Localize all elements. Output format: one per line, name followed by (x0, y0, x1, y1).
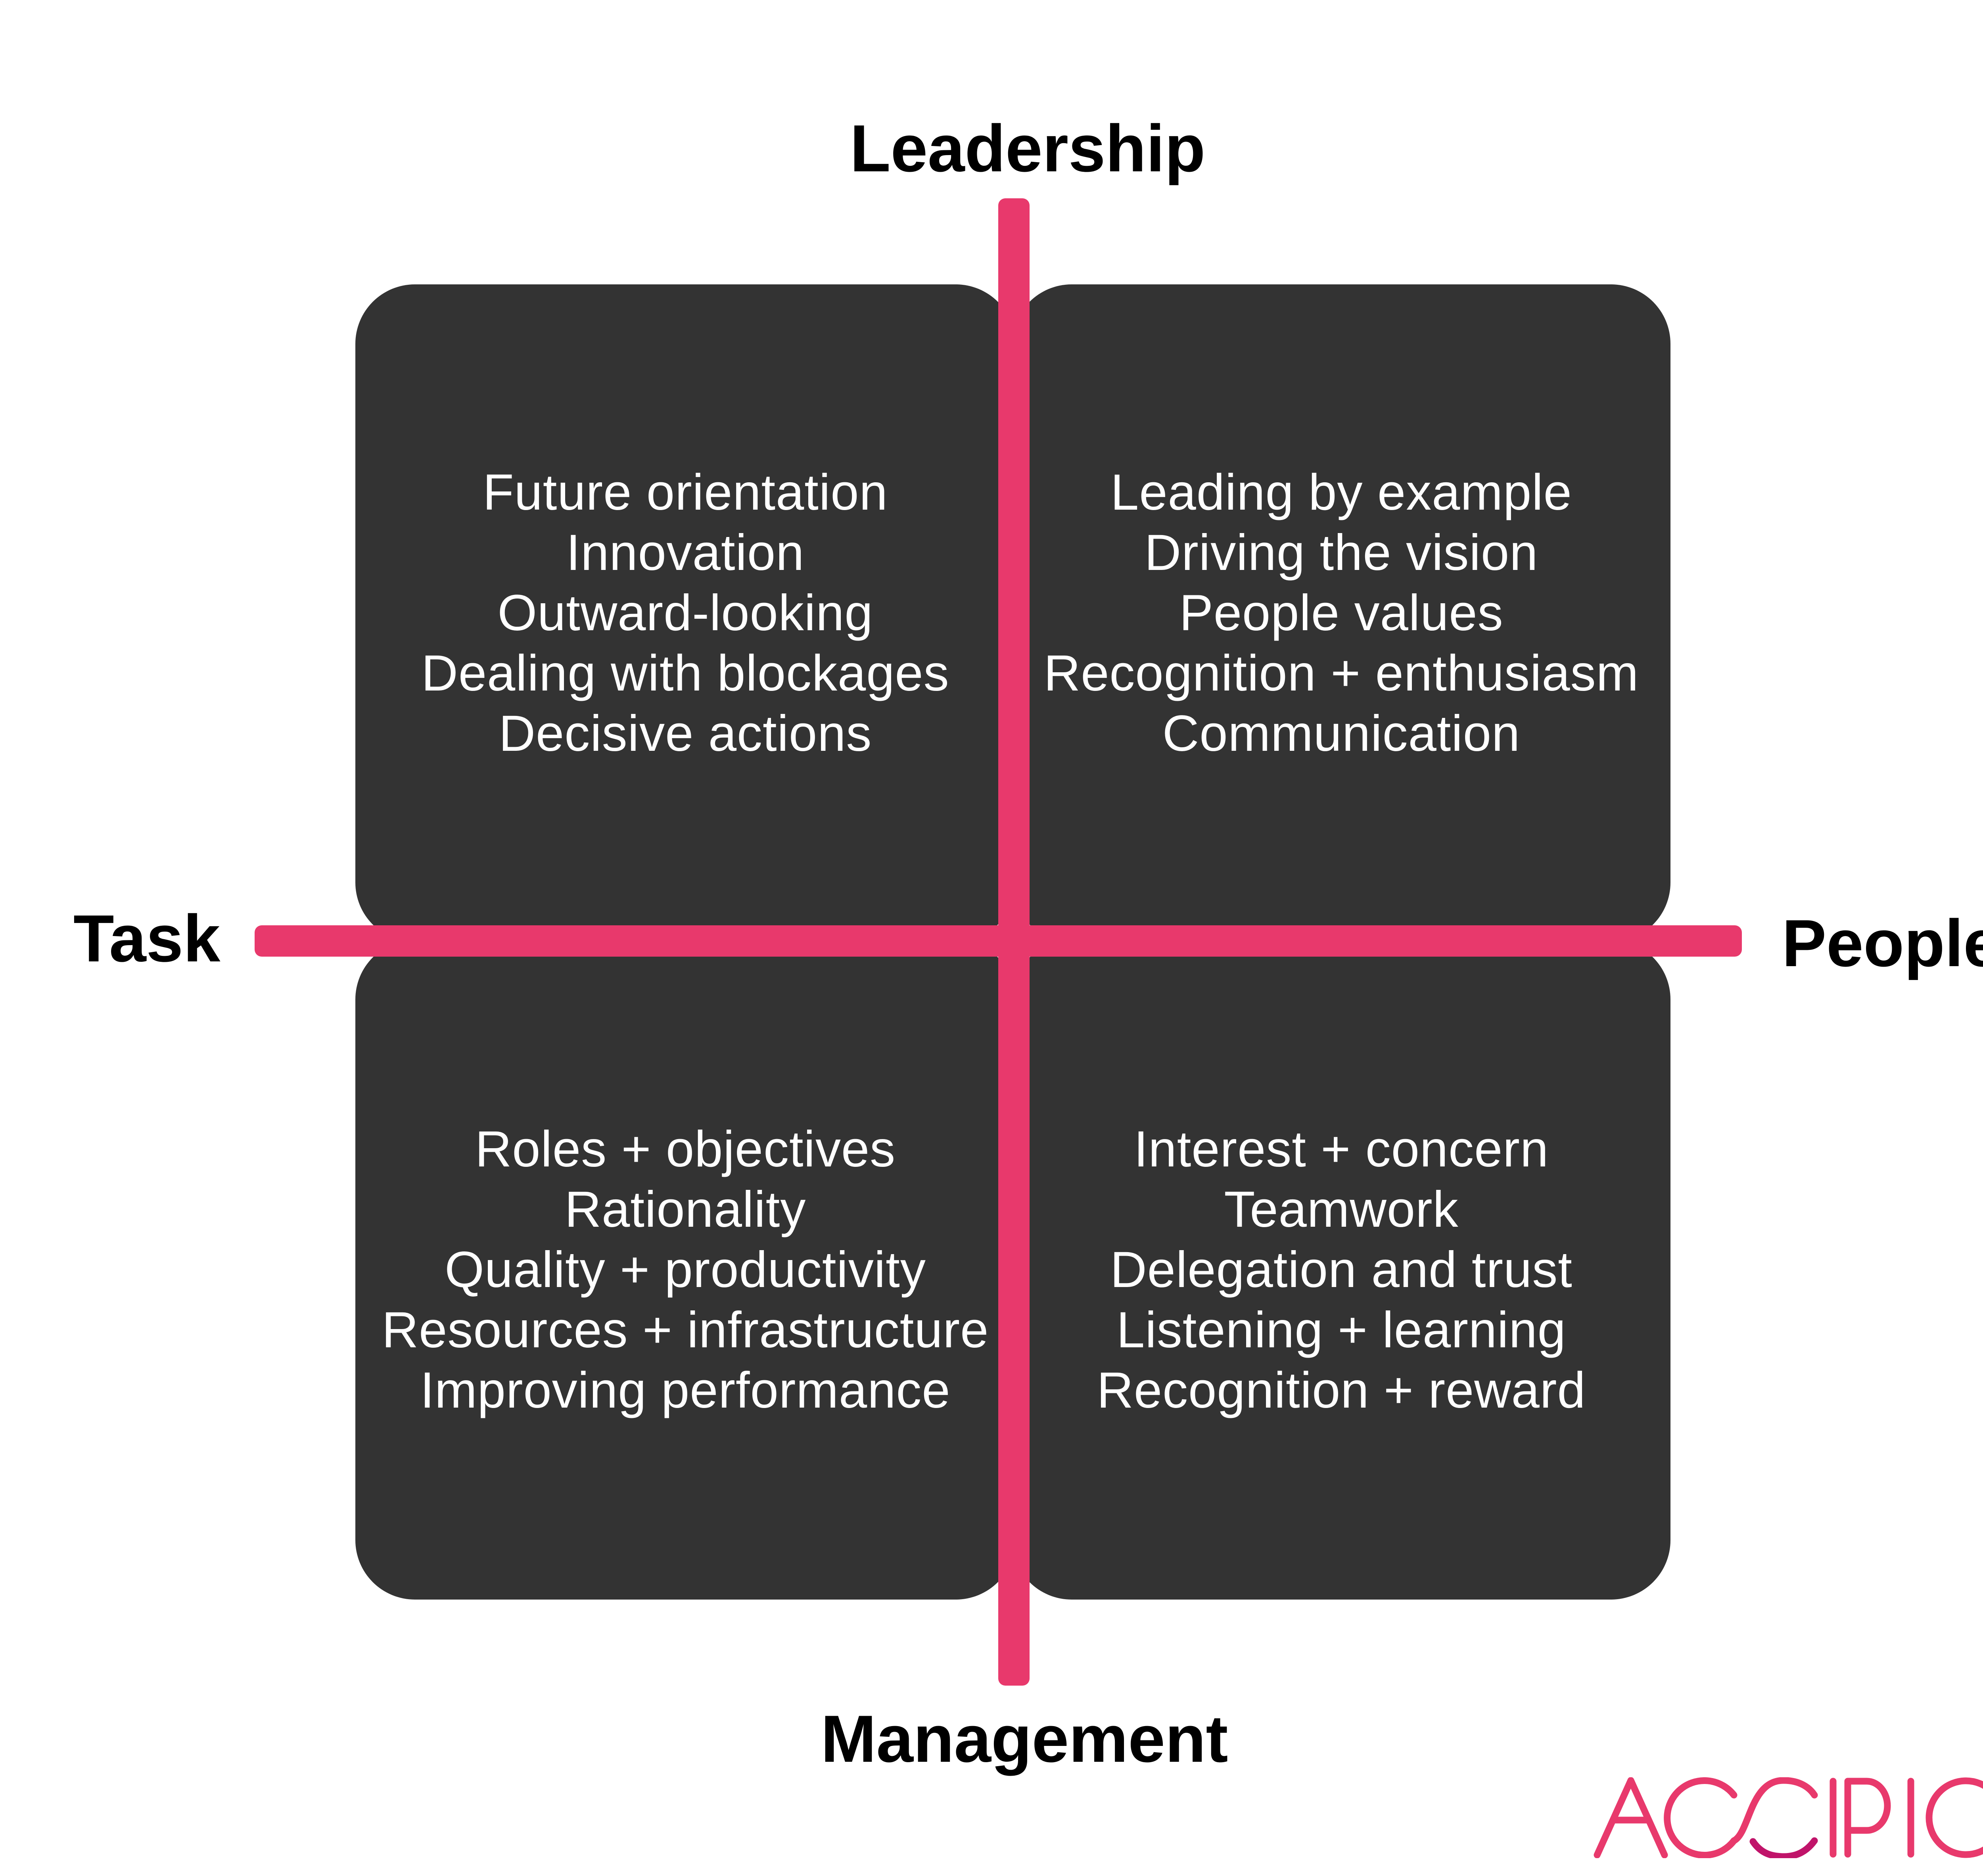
quadrant-item: Leading by example (1110, 464, 1572, 521)
axis-label-management: Management (821, 1701, 1228, 1776)
quadrant-top-left: Future orientation Innovation Outward-lo… (355, 284, 1015, 942)
quadrant-item: Roles + objectives (475, 1120, 896, 1178)
quadrant-item: Rationality (564, 1181, 806, 1238)
quadrant-item: Delegation and trust (1110, 1241, 1573, 1298)
quadrant-item: Resources + infrastructure (382, 1301, 989, 1358)
quadrant-item: Quality + productivity (445, 1241, 926, 1298)
quadrant-item: People values (1179, 585, 1504, 641)
quadrant-item: Teamwork (1224, 1181, 1459, 1238)
quadrant-item: Improving performance (420, 1362, 951, 1419)
quadrant-item: Dealing with blockages (421, 645, 949, 702)
axis-label-people: People (1782, 906, 1983, 980)
accipio-logo: ACCIPIO (1593, 1777, 1983, 1860)
quadrant-item: Outward-looking (497, 585, 873, 641)
quadrant-item: Recognition + reward (1097, 1362, 1586, 1419)
quadrant-item: Driving the vision (1144, 524, 1538, 581)
quadrant-top-right: Leading by example Driving the vision Pe… (1012, 284, 1670, 942)
quadrant-bottom-left: Roles + objectives Rationality Quality +… (355, 940, 1015, 1600)
quadrant-item: Decisive actions (499, 705, 872, 762)
quadrant-bottom-right: Interest + concern Teamwork Delegation a… (1012, 940, 1670, 1600)
accipio-logo-icon (1594, 1777, 1983, 1860)
quadrant-item: Listening + learning (1116, 1301, 1566, 1358)
quadrant-item: Communication (1162, 705, 1521, 762)
axis-label-task: Task (73, 901, 221, 976)
quadrant-item: Interest + concern (1133, 1120, 1549, 1178)
axis-label-leadership: Leadership (850, 111, 1206, 186)
quadrant-item: Recognition + enthusiasm (1043, 645, 1639, 702)
quadrant-item: Innovation (566, 524, 805, 581)
horizontal-axis-bar (255, 925, 1742, 957)
quadrant-item: Future orientation (483, 464, 888, 521)
